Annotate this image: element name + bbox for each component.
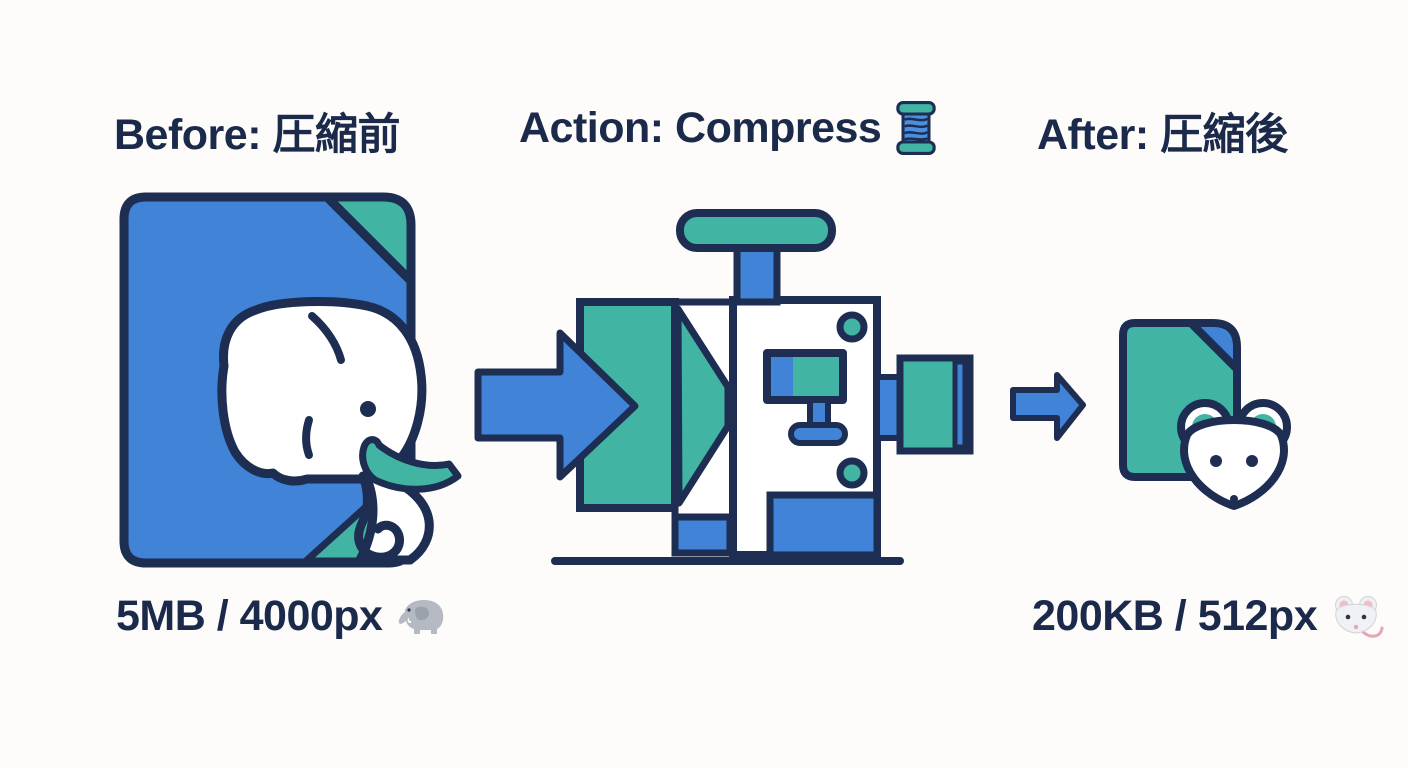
funnel-wedge bbox=[674, 305, 732, 507]
after-heading: After: 圧縮後 bbox=[1037, 100, 1288, 162]
action-heading: Action: Compress bbox=[519, 100, 937, 156]
thread-spool-icon bbox=[895, 100, 937, 156]
compression-machine-illustration bbox=[463, 198, 980, 570]
after-heading-text: After: 圧縮後 bbox=[1037, 111, 1288, 159]
large-file-elephant-illustration bbox=[114, 189, 466, 573]
mouse-head bbox=[1180, 416, 1288, 510]
press-handle bbox=[676, 209, 836, 252]
after-caption: 200KB / 512px bbox=[1032, 592, 1385, 641]
action-heading-text: Action: Compress bbox=[519, 103, 882, 152]
mouse-emoji-icon bbox=[1331, 594, 1385, 640]
before-heading: Before: 圧縮前 bbox=[114, 100, 400, 162]
small-file-mouse-illustration bbox=[1003, 313, 1305, 517]
before-heading-text: Before: 圧縮前 bbox=[114, 111, 400, 159]
output-arrow bbox=[1010, 372, 1086, 441]
elephant-trunk bbox=[354, 471, 404, 562]
bolt-bottom bbox=[836, 457, 868, 489]
file-fold-corner bbox=[322, 192, 416, 286]
after-caption-text: 200KB / 512px bbox=[1032, 592, 1318, 640]
bolt-top bbox=[836, 311, 868, 343]
input-arrow bbox=[474, 329, 639, 481]
elephant-eye bbox=[360, 401, 376, 417]
before-caption: 5MB / 4000px bbox=[116, 592, 448, 641]
elephant-emoji-icon bbox=[396, 596, 448, 638]
elephant-tusk bbox=[359, 436, 462, 493]
before-caption-text: 5MB / 4000px bbox=[116, 592, 383, 640]
small-file-fold-corner bbox=[1187, 319, 1241, 373]
